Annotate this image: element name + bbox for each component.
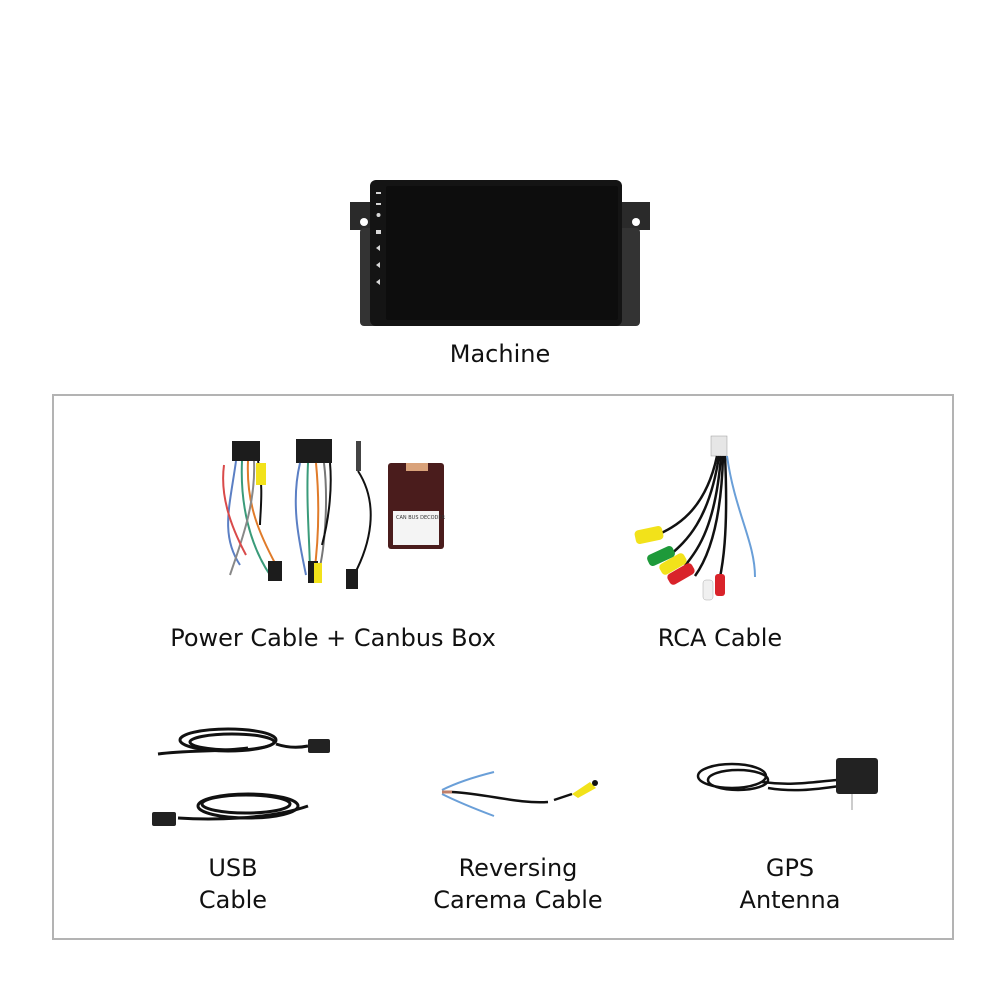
usb-cable-label: USB Cable <box>133 852 333 916</box>
usb-cable-image <box>148 720 338 830</box>
gps-antenna-image <box>692 752 892 817</box>
machine-label: Machine <box>449 340 551 368</box>
gps-antenna-label: GPS Antenna <box>690 852 890 916</box>
reversing-camera-cable-image <box>438 768 603 818</box>
reversing-camera-cable-label-line1: Reversing <box>458 854 578 882</box>
power-cable-canbus-image: CAN BUS DECODER <box>210 435 470 595</box>
gps-antenna-label-line2: Antenna <box>739 886 841 914</box>
reversing-camera-cable-label-line2: Carema Cable <box>433 886 603 914</box>
canbus-box-label: CAN BUS DECODER <box>396 515 446 521</box>
machine-image <box>348 178 652 328</box>
accessories-frame <box>52 394 954 940</box>
reversing-camera-cable-label: Reversing Carema Cable <box>408 852 628 916</box>
rca-cable-label: RCA Cable <box>657 624 783 652</box>
usb-cable-label-line1: USB <box>208 854 258 882</box>
usb-cable-label-line2: Cable <box>198 886 268 914</box>
gps-antenna-label-line1: GPS <box>765 854 815 882</box>
rca-cable-image <box>625 432 765 607</box>
power-cable-canbus-label: Power Cable + Canbus Box <box>170 624 496 652</box>
